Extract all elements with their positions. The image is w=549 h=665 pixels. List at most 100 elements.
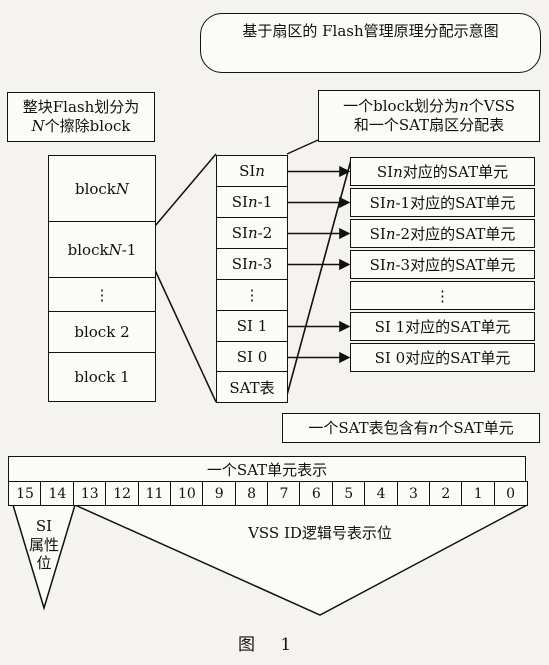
sat-unit-label-post: 对应的SAT单元: [402, 163, 509, 181]
si-label-pre: SI: [239, 162, 256, 181]
label-line-left: [286, 139, 319, 155]
left-label-line2: N个擦除block: [31, 117, 130, 136]
sat-unit-label-pre: SI: [369, 193, 386, 212]
sat-unit-label-var: n: [385, 224, 396, 243]
sat-note-n: n: [428, 418, 439, 437]
bit-cell: 8: [234, 481, 269, 506]
sat-unit-label-post: -2对应的SAT单元: [395, 225, 516, 243]
si-label-post: -3: [257, 255, 273, 274]
si-label-post: -2: [257, 224, 273, 243]
block-label-post: -1: [121, 240, 137, 259]
bit-cell: 9: [202, 481, 237, 506]
sat-unit-label-var: n: [385, 193, 396, 212]
bit-cell: 15: [8, 481, 42, 506]
bit-cell: 2: [428, 481, 463, 506]
si-label-pre: SI: [231, 255, 248, 274]
block-label-var: N: [108, 240, 122, 259]
sat-unit-label-pre: ⋮: [435, 286, 450, 305]
bit-cell: 3: [396, 481, 431, 506]
bit-cell: 1: [461, 481, 496, 506]
sat-unit-label-var: n: [385, 255, 396, 274]
right-label-line1-post: 个VSS: [468, 97, 515, 116]
diagram-title: 基于扇区的 Flash管理原理分配示意图: [242, 22, 499, 40]
left-label-line1: 整块Flash划分为: [22, 98, 140, 117]
sat-unit-cell: SI 1对应的SAT单元: [350, 312, 535, 341]
sat-diagonal: [286, 159, 352, 396]
vss-id-label: VSS ID逻辑号表示位: [200, 520, 440, 544]
sat-unit-label-post: -1对应的SAT单元: [395, 194, 516, 212]
sat-note: 一个SAT表包含有n个SAT单元: [308, 419, 513, 438]
si-label-pre: ⋮: [244, 286, 260, 305]
block-label-pre: ⋮: [94, 285, 110, 304]
bit-cell: 5: [331, 481, 366, 506]
bit-cell: 7: [267, 481, 301, 506]
si-cell: SI n-1: [216, 186, 288, 219]
block-cell: block N: [48, 155, 156, 223]
diagram-title-box: 基于扇区的 Flash管理原理分配示意图: [200, 13, 541, 73]
si-cell: SI 0: [216, 341, 288, 374]
si-attr-line2: 属性: [28, 535, 59, 554]
zoom-line-bottom: [154, 269, 217, 403]
sat-unit-label-pre: SI: [369, 255, 386, 274]
si-label-var: n: [255, 162, 265, 181]
block-label-pre: block: [67, 240, 109, 259]
left-label-n: N: [31, 117, 45, 135]
si-label-pre: SI: [231, 224, 248, 243]
si-cell: ⋮: [216, 279, 288, 312]
si-to-sat-arrows: [288, 165, 351, 364]
right-label-line2: 和一个SAT扇区分配表: [353, 116, 505, 134]
bit-header-label: 一个SAT单元表示: [206, 460, 328, 479]
bit-cell: 4: [364, 481, 399, 506]
sat-table-cell: SAT表: [216, 371, 288, 403]
block-cell: block 1: [48, 352, 156, 402]
si-cell: SI n-3: [216, 248, 288, 281]
si-cell: SI n: [216, 155, 288, 188]
sat-unit-label-pre: SI 0对应的SAT单元: [374, 349, 511, 367]
si-attr-line1: SI: [35, 516, 53, 535]
si-label-var: n: [247, 224, 258, 243]
block-label-pre: block 2: [74, 323, 130, 342]
sat-unit-cell: SI n-3对应的SAT单元: [350, 250, 535, 279]
sat-note-post: 个SAT单元: [438, 418, 514, 437]
zoom-line-top: [154, 153, 217, 227]
left-label-box: 整块Flash划分为 N个擦除block: [7, 92, 155, 142]
vss-id-label-text: VSS ID逻辑号表示位: [248, 523, 392, 542]
block-cell: block 2: [48, 311, 156, 354]
sat-note-box: 一个SAT表包含有n个SAT单元: [282, 413, 540, 443]
block-label-var: N: [115, 179, 130, 198]
block-cell: block N-1: [48, 221, 156, 279]
sat-unit-label-pre: SI 1对应的SAT单元: [374, 318, 511, 336]
sat-unit-cell: SI n-2对应的SAT单元: [350, 219, 535, 248]
sat-unit-label-var: n: [393, 162, 403, 181]
si-label-pre: SI 0: [236, 348, 268, 367]
right-label-line1: 一个block划分为n个VSS: [343, 97, 515, 116]
block-label-pre: block 1: [74, 367, 130, 386]
si-label-var: n: [247, 255, 258, 274]
si-label-pre: SI 1: [236, 317, 268, 336]
bit-header: 一个SAT单元表示: [8, 456, 526, 482]
figure-caption: 图 1: [238, 635, 302, 655]
sat-unit-label-pre: SI: [376, 162, 394, 181]
sat-unit-cell: SI 0对应的SAT单元: [350, 343, 535, 372]
bit-cell: 11: [137, 481, 172, 506]
block-cell: ⋮: [48, 277, 156, 313]
si-cell: SI 1: [216, 310, 288, 343]
sat-unit-label-pre: SI: [369, 224, 386, 243]
si-label-post: -1: [257, 193, 273, 212]
si-label-pre: SI: [231, 193, 248, 212]
si-cell: SI n-2: [216, 217, 288, 250]
block-label-pre: block: [74, 179, 116, 198]
bit-cell: 14: [40, 481, 75, 506]
si-attr-label: SI 属性 位: [18, 512, 70, 578]
sat-unit-cell: ⋮: [350, 281, 535, 310]
sat-unit-label-post: -3对应的SAT单元: [395, 256, 516, 274]
right-label-n: n: [459, 97, 469, 116]
sat-note-pre: 一个SAT表包含有: [308, 418, 429, 437]
right-label-box: 一个block划分为n个VSS 和一个SAT扇区分配表: [318, 90, 540, 142]
bit-cell: 10: [169, 481, 204, 506]
si-attr-line3: 位: [36, 554, 52, 573]
sat-unit-cell: SI n-1对应的SAT单元: [350, 188, 535, 217]
bit-cell: 12: [105, 481, 140, 506]
si-label-var: n: [247, 193, 258, 212]
